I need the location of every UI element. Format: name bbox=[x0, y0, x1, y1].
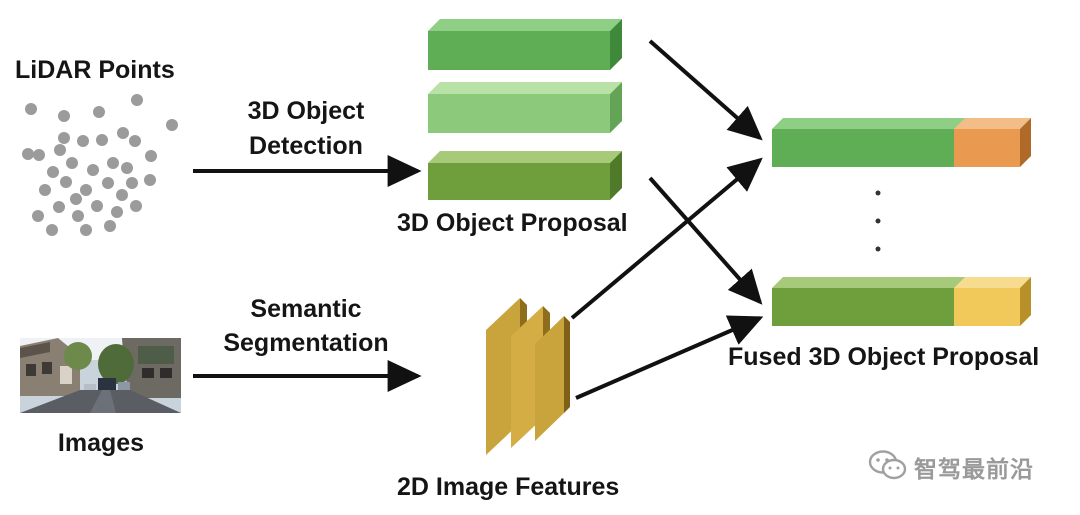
lidar-point bbox=[145, 150, 157, 162]
lidar-point bbox=[144, 174, 156, 186]
lidar-point bbox=[54, 144, 66, 156]
object-proposal-label: 3D Object Proposal bbox=[397, 209, 628, 237]
fused-proposal-bar-top bbox=[772, 118, 1031, 167]
lidar-point bbox=[60, 176, 72, 188]
lidar-point bbox=[111, 206, 123, 218]
arrow-features-to-fused-top bbox=[570, 157, 763, 320]
lidar-point bbox=[80, 224, 92, 236]
lidar-point bbox=[107, 157, 119, 169]
watermark: 智驾最前沿 bbox=[868, 449, 1034, 486]
lidar-point bbox=[22, 148, 34, 160]
lidar-point bbox=[77, 135, 89, 147]
lidar-point bbox=[80, 184, 92, 196]
segmentation-label-line2: Segmentation bbox=[223, 329, 389, 357]
lidar-point bbox=[91, 200, 103, 212]
segmentation-label-line1: Semantic bbox=[250, 295, 362, 323]
lidar-point bbox=[126, 177, 138, 189]
lidar-point bbox=[121, 162, 133, 174]
lidar-point bbox=[39, 184, 51, 196]
wechat-icon bbox=[868, 449, 908, 486]
lidar-point bbox=[53, 201, 65, 213]
lidar-point bbox=[104, 220, 116, 232]
images-label: Images bbox=[57, 429, 145, 457]
watermark-text: 智驾最前沿 bbox=[914, 457, 1034, 483]
lidar-point bbox=[47, 166, 59, 178]
lidar-point bbox=[131, 94, 143, 106]
image-feature-maps bbox=[486, 298, 570, 455]
proposal-bar-top bbox=[428, 19, 622, 70]
lidar-point bbox=[58, 110, 70, 122]
detection-label-line1: 3D Object bbox=[247, 97, 365, 125]
arrow-proposal-top-to-fused bbox=[648, 39, 763, 141]
lidar-point bbox=[46, 224, 58, 236]
proposal-bar-bottom bbox=[428, 151, 622, 200]
arrow-features-to-fused-bottom bbox=[575, 315, 764, 400]
lidar-point bbox=[87, 164, 99, 176]
lidar-point bbox=[102, 177, 114, 189]
image-features-label: 2D Image Features bbox=[397, 473, 620, 501]
lidar-points-label: LiDAR Points bbox=[15, 56, 175, 84]
proposal-bar-middle bbox=[428, 82, 622, 133]
lidar-point bbox=[93, 106, 105, 118]
lidar-point bbox=[116, 189, 128, 201]
lidar-point-cloud bbox=[22, 94, 178, 236]
lidar-point bbox=[72, 210, 84, 222]
lidar-point bbox=[129, 135, 141, 147]
street-scene-image bbox=[20, 338, 181, 413]
lidar-point bbox=[33, 149, 45, 161]
fused-proposal-label: Fused 3D Object Proposal bbox=[728, 343, 1040, 371]
arrow-proposal-bottom-to-fused-bottom bbox=[648, 176, 763, 305]
lidar-point bbox=[58, 132, 70, 144]
fused-proposal-bar-bottom bbox=[772, 277, 1031, 326]
detection-label-line2: Detection bbox=[249, 132, 363, 160]
lidar-point bbox=[166, 119, 178, 131]
lidar-point bbox=[130, 200, 142, 212]
lidar-point bbox=[32, 210, 44, 222]
lidar-point bbox=[25, 103, 37, 115]
lidar-point bbox=[117, 127, 129, 139]
ellipsis-dots bbox=[875, 190, 881, 252]
lidar-point bbox=[96, 134, 108, 146]
lidar-point bbox=[70, 193, 82, 205]
lidar-point bbox=[66, 157, 78, 169]
